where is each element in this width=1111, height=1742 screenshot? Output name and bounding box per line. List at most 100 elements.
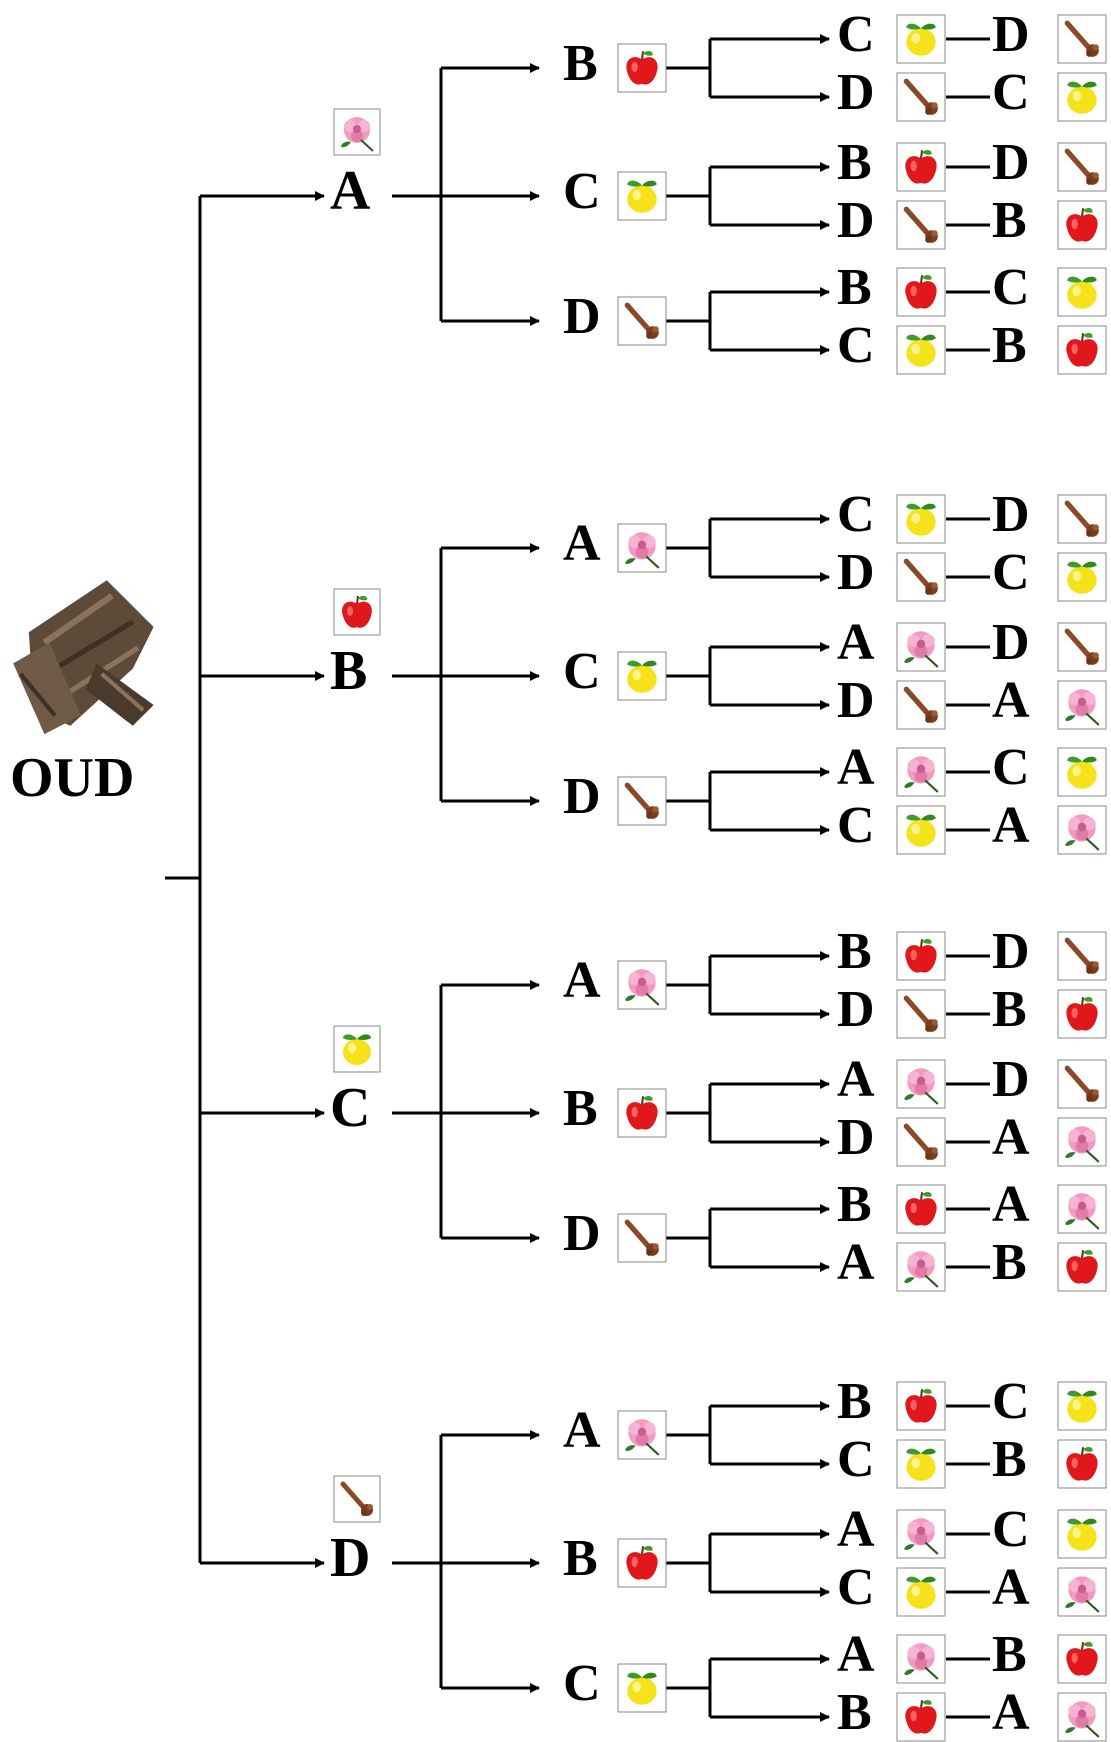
node-DAC: C [837,1431,875,1488]
node-ADCB: B [992,317,1027,374]
clove-icon [896,72,946,122]
clove-icon [1057,931,1107,981]
apple-icon [1057,1242,1107,1292]
rose-icon [896,1242,946,1292]
lemon-icon [896,325,946,375]
node-CB: B [563,1080,598,1137]
node-D: D [330,1527,370,1589]
apple-icon [896,267,946,317]
node-ACB: B [837,134,872,191]
node-AD: D [563,288,601,345]
node-AC: C [563,163,601,220]
node-DBA: A [837,1501,875,1558]
rose-icon [1057,680,1107,730]
lemon-icon [896,494,946,544]
apple-icon [896,1184,946,1234]
node-DBCA: A [992,1559,1030,1616]
node-CBAD: D [992,1051,1030,1108]
node-CABD: D [992,923,1030,980]
lemon-icon [1057,72,1107,122]
node-BDA: A [837,739,875,796]
apple-icon [896,142,946,192]
node-BDCA: A [992,797,1030,854]
node-ABDC: C [992,64,1030,121]
rose-icon [896,1059,946,1109]
clove-icon [896,989,946,1039]
node-ADC: C [837,317,875,374]
apple-icon [617,1088,667,1138]
node-DCA: A [837,1626,875,1683]
rose-icon [1057,805,1107,855]
node-BAD: D [837,544,875,601]
node-DCB: B [837,1684,872,1741]
apple-icon [617,43,667,93]
clove-icon [1057,494,1107,544]
rose-icon [1057,1117,1107,1167]
node-DA: A [563,1402,601,1459]
lemon-icon [896,1567,946,1617]
apple-icon [1057,200,1107,250]
node-BCDA: A [992,672,1030,729]
node-CBA: A [837,1051,875,1108]
clove-icon [896,552,946,602]
node-DBAC: C [992,1501,1030,1558]
rose-icon [896,747,946,797]
node-ACBD: D [992,134,1030,191]
node-CADB: B [992,981,1027,1038]
node-BADC: C [992,544,1030,601]
apple-icon [617,1538,667,1588]
node-CDA: A [837,1234,875,1291]
root-label: OUD [10,747,134,809]
clove-icon [896,1117,946,1167]
node-BAC: C [837,486,875,543]
node-BCD: D [837,672,875,729]
node-CBDA: A [992,1109,1030,1166]
node-DABC: C [992,1373,1030,1430]
lemon-icon [1057,267,1107,317]
lemon-icon [1057,747,1107,797]
node-CBD: D [837,1109,875,1166]
lemon-icon [617,651,667,701]
node-DACB: B [992,1431,1027,1488]
apple-icon [1057,1439,1107,1489]
rose-icon [896,622,946,672]
clove-icon [617,1213,667,1263]
node-DC: C [563,1655,601,1712]
node-ACDB: B [992,192,1027,249]
lemon-icon [1057,552,1107,602]
node-CAD: D [837,981,875,1038]
oud-wood-icon [13,580,153,734]
node-BDAC: C [992,739,1030,796]
lemon-icon [1057,1509,1107,1559]
lemon-icon [896,14,946,64]
lemon-icon [617,171,667,221]
node-ABC: C [837,6,875,63]
rose-icon [896,1509,946,1559]
lemon-icon [896,1439,946,1489]
node-BCA: A [837,614,875,671]
lemon-icon [896,805,946,855]
clove-icon [1057,1059,1107,1109]
node-CD: D [563,1205,601,1262]
node-BD: D [563,768,601,825]
clove-icon [1057,142,1107,192]
apple-icon [1057,325,1107,375]
node-AB: B [563,35,598,92]
node-BC: C [563,643,601,700]
node-BA: A [563,515,601,572]
apple-icon [333,588,381,636]
apple-icon [896,931,946,981]
apple-icon [1057,1634,1107,1684]
node-DCAB: B [992,1626,1027,1683]
node-A: A [330,160,371,222]
rose-icon [617,523,667,573]
rose-icon [333,108,381,156]
clove-icon [896,680,946,730]
apple-icon [896,1381,946,1431]
clove-icon [1057,622,1107,672]
clove-icon [617,296,667,346]
node-CDAB: B [992,1234,1027,1291]
node-CDB: B [837,1176,872,1233]
lemon-icon [617,1663,667,1713]
